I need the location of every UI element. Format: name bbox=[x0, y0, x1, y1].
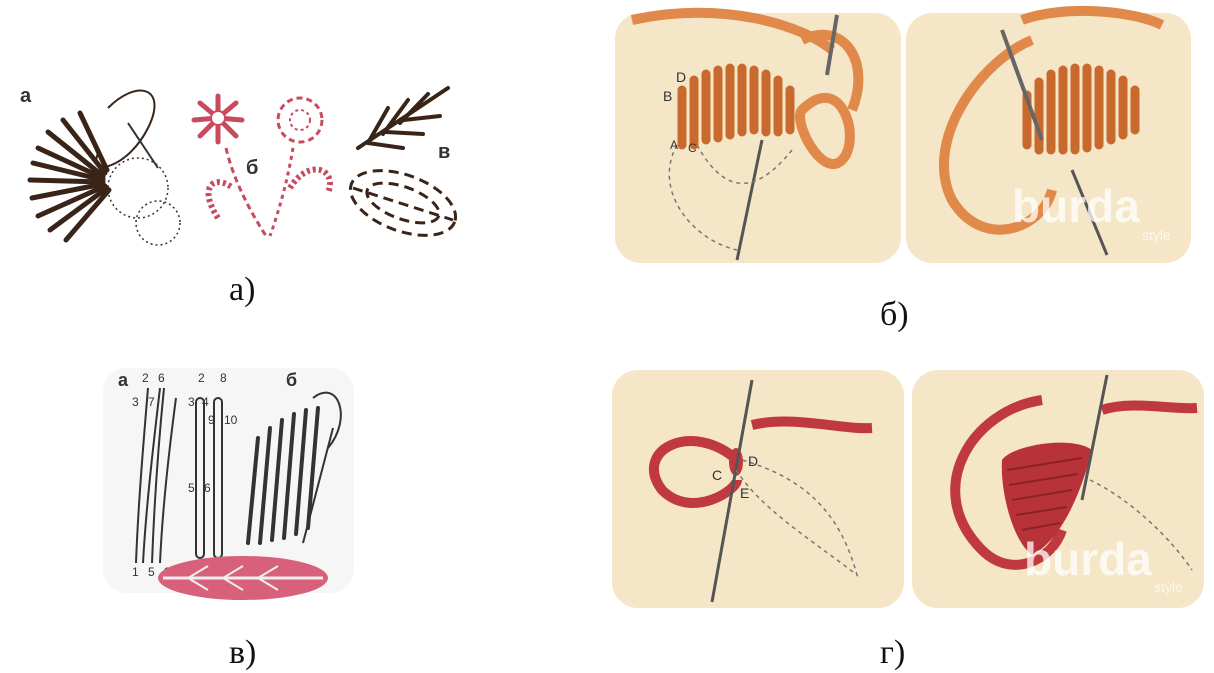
number: 7 bbox=[148, 395, 155, 409]
number: 3 bbox=[132, 395, 139, 409]
caption-g: г) bbox=[880, 634, 905, 672]
padded-stitch-steps: C D E burda style bbox=[612, 370, 1204, 608]
number: 1 bbox=[132, 565, 139, 579]
watermark-burda: burda bbox=[1024, 533, 1152, 585]
watermark-burda: burda bbox=[1012, 180, 1140, 232]
number: 2 bbox=[198, 371, 205, 385]
stem-stitch-illustration: а б 2 6 3 7 1 5 9 2 8 3 4 9 10 5 6 1 7 bbox=[8, 368, 354, 608]
number: 2 bbox=[142, 371, 149, 385]
label-a: а bbox=[20, 85, 32, 107]
number: 6 bbox=[204, 481, 211, 495]
watermark-style: style bbox=[1142, 227, 1171, 243]
caption-v: в) bbox=[229, 634, 256, 672]
point-c-label: C bbox=[712, 467, 722, 483]
embroidery-illustration-a: а б bbox=[8, 68, 490, 246]
number: 5 bbox=[148, 565, 155, 579]
watermark-style: style bbox=[1154, 579, 1183, 595]
number: 5 bbox=[188, 481, 195, 495]
number: 3 bbox=[188, 395, 195, 409]
number: 6 bbox=[158, 371, 165, 385]
point-c-label: C bbox=[688, 141, 697, 155]
number: 10 bbox=[224, 413, 238, 427]
point-d-label: D bbox=[748, 453, 758, 469]
label-b: б bbox=[286, 370, 297, 390]
point-e-label: E bbox=[740, 485, 749, 501]
figure-g-image: C D E burda style bbox=[612, 370, 1204, 608]
label-a: а bbox=[118, 370, 129, 390]
point-a-label: A bbox=[670, 138, 678, 152]
caption-a: а) bbox=[229, 271, 255, 309]
caption-b: б) bbox=[880, 296, 909, 334]
point-d-label: D bbox=[676, 69, 686, 85]
point-b-label: B bbox=[663, 88, 672, 104]
figure-a-image: а б bbox=[8, 68, 490, 246]
number: 8 bbox=[220, 371, 227, 385]
figure-v-image: а б 2 6 3 7 1 5 9 2 8 3 4 9 10 5 6 1 7 bbox=[8, 368, 354, 608]
label-b: б bbox=[246, 157, 258, 179]
satin-stitch-steps: D B A C burda style bbox=[602, 0, 1195, 268]
label-v: в bbox=[438, 141, 450, 163]
figure-b-image: D B A C burda style bbox=[602, 0, 1195, 268]
